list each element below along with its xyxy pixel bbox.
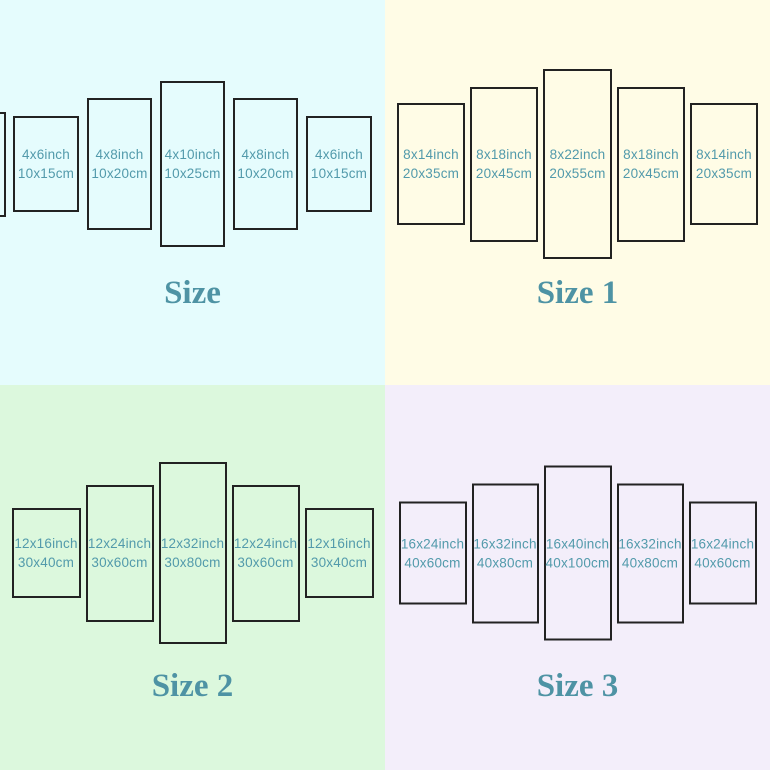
panel-size-cm: 20x45cm [475,166,533,181]
size-chart-quadrant-size-2: 12x16inch 30x40cm 12x24inch 30x60cm 12x3… [0,385,385,770]
size-chart-quadrant-size-3: 16x24inch 40x60cm 16x32inch 40x80cm 16x4… [385,385,770,770]
panel-size-inch: 8x22inch [549,147,606,162]
panel-size-inch: 4x6inch [315,147,363,162]
canvas-panel: 4x6inch 10x15cm [13,116,79,212]
panel-size-label: 8x14inch 20x35cm [403,145,459,183]
panel-size-label: 12x16inch 30x40cm [14,534,77,572]
panel-size-label: 8x22inch 20x55cm [549,145,605,183]
panel-size-inch: 4x10inch [164,147,221,162]
panel-size-cm: 30x80cm [164,555,221,570]
panel-size-inch: 4x6inch [22,147,70,162]
panel-size-cm: 40x80cm [476,555,534,570]
panel-size-cm: 10x20cm [237,166,294,181]
panel-size-cm: 10x20cm [91,166,148,181]
canvas-panel: 4x6inch 10x15cm [306,116,372,212]
panel-size-inch: 16x32inch [473,536,537,551]
panel-size-cm: 20x35cm [402,166,460,181]
panel-size-inch: 12x24inch [233,536,298,551]
panel-size-label: 16x24inch 40x60cm [401,534,464,572]
panel-size-label: 8x14inch 20x35cm [696,145,752,183]
panel-row: 16x24inch 40x60cm 16x32inch 40x80cm 16x4… [385,465,770,641]
panel-size-label: 12x24inch 30x60cm [88,534,151,572]
canvas-panel: 12x16inch 30x40cm [304,508,374,598]
panel-size-inch: 16x24inch [690,536,755,551]
canvas-panel: 4x8inch 10x20cm [233,98,298,230]
canvas-panel: 16x24inch 40x60cm [688,501,757,605]
panel-size-cm: 20x35cm [695,166,753,181]
panel-row: 4x6inch 10x15cm 4x8inch 10x20cm 4x10inch… [0,81,385,247]
panel-size-cm: 30x60cm [91,555,148,570]
panel-row: 12x16inch 30x40cm 12x24inch 30x60cm 12x3… [0,462,385,644]
panel-size-cm: 10x15cm [17,166,75,181]
panel-size-inch: 16x40inch [545,536,610,551]
panel-size-label: 12x16inch 30x40cm [307,534,370,572]
canvas-panel: 12x24inch 30x60cm [231,484,300,622]
panel-size-inch: 8x18inch [476,147,532,162]
panel-size-label: 12x24inch 30x60cm [234,534,297,572]
panel-size-label: 4x6inch 10x15cm [18,145,74,183]
panel-size-cm: 30x60cm [237,555,294,570]
cutoff-panel-sliver [0,112,6,217]
panel-size-cm: 10x25cm [164,166,221,181]
panel-size-inch: 12x16inch [14,536,78,551]
canvas-panel: 12x16inch 30x40cm [11,508,81,598]
panel-size-label: 16x32inch 40x80cm [473,534,536,572]
panel-size-cm: 20x45cm [622,166,680,181]
canvas-panel: 8x18inch 20x45cm [617,86,685,242]
canvas-panel: 12x32inch 30x80cm [158,462,227,644]
panel-size-cm: 20x55cm [549,166,606,181]
panel-size-label: 4x6inch 10x15cm [311,145,367,183]
panel-size-inch: 16x24inch [400,536,465,551]
size-chart-quadrant-size: 4x6inch 10x15cm 4x8inch 10x20cm 4x10inch… [0,0,385,385]
quadrant-title: Size 3 [536,668,619,704]
canvas-panel: 16x24inch 40x60cm [398,501,467,605]
panel-size-cm: 10x15cm [310,166,368,181]
panel-size-cm: 40x60cm [404,555,461,570]
panel-size-inch: 8x14inch [696,147,752,162]
quadrant-title: Size [164,275,221,311]
panel-size-inch: 12x16inch [307,536,371,551]
panel-size-label: 4x10inch 10x25cm [164,145,220,183]
canvas-panel: 8x14inch 20x35cm [690,103,758,225]
panel-size-label: 12x32inch 30x80cm [161,534,224,572]
panel-size-inch: 12x32inch [160,536,225,551]
panel-size-inch: 12x24inch [87,536,152,551]
panel-size-label: 8x18inch 20x45cm [476,145,532,183]
panel-size-cm: 40x100cm [545,555,610,570]
panel-size-inch: 8x18inch [623,147,679,162]
canvas-panel: 8x22inch 20x55cm [543,69,612,259]
panel-size-cm: 30x40cm [310,555,368,570]
panel-size-inch: 4x8inch [241,147,290,162]
canvas-panel: 16x32inch 40x80cm [471,483,539,623]
canvas-panel: 8x18inch 20x45cm [470,86,538,242]
panel-row: 8x14inch 20x35cm 8x18inch 20x45cm 8x22in… [385,69,770,259]
quadrant-title: Size 1 [536,275,619,311]
panel-size-label: 4x8inch 10x20cm [91,145,147,183]
panel-size-label: 16x40inch 40x100cm [546,534,610,572]
panel-size-cm: 30x40cm [17,555,75,570]
size-chart-quadrant-size-1: 8x14inch 20x35cm 8x18inch 20x45cm 8x22in… [385,0,770,385]
panel-size-cm: 40x60cm [694,555,751,570]
canvas-panel: 12x24inch 30x60cm [85,484,154,622]
panel-size-inch: 4x8inch [95,147,144,162]
panel-size-label: 8x18inch 20x45cm [623,145,679,183]
quadrant-title: Size 2 [151,668,234,704]
canvas-panel: 16x32inch 40x80cm [616,483,684,623]
canvas-panel: 4x10inch 10x25cm [160,81,225,247]
panel-size-inch: 8x14inch [403,147,459,162]
panel-size-cm: 40x80cm [621,555,679,570]
canvas-panel: 16x40inch 40x100cm [543,465,612,641]
panel-size-label: 16x32inch 40x80cm [618,534,681,572]
panel-size-label: 16x24inch 40x60cm [691,534,754,572]
panel-size-label: 4x8inch 10x20cm [237,145,293,183]
canvas-panel: 8x14inch 20x35cm [397,103,465,225]
panel-size-inch: 16x32inch [618,536,682,551]
canvas-panel: 4x8inch 10x20cm [87,98,152,230]
